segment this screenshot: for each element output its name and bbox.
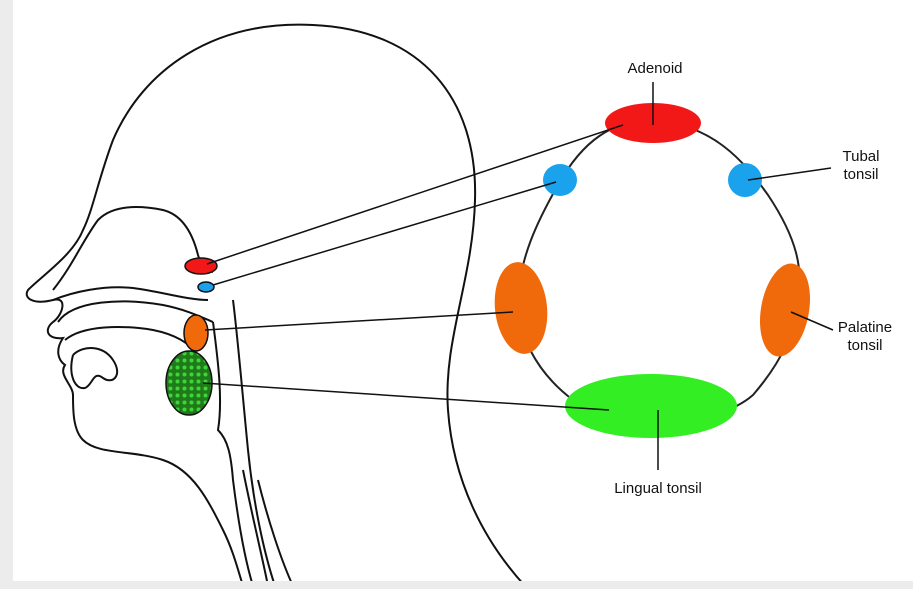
- tubal-tonsil-right: [728, 163, 762, 197]
- head-palatine-marker: [184, 315, 208, 351]
- label-tubal-line1: Tubal: [821, 148, 901, 166]
- head-profile: [27, 25, 525, 586]
- head-tubal-marker: [198, 282, 214, 292]
- nasal-cavity-upper: [53, 207, 213, 290]
- label-palatine-line2: tonsil: [825, 337, 905, 355]
- pharynx-back: [233, 300, 275, 586]
- label-lingual-tonsil: Lingual tonsil: [588, 480, 728, 498]
- tongue: [71, 348, 117, 388]
- head-outline: [27, 25, 525, 586]
- head-adenoid-marker: [185, 258, 217, 274]
- label-tubal-tonsil: Tubal tonsil: [821, 148, 901, 184]
- tonsil-diagram: [13, 0, 913, 589]
- label-palatine-line1: Palatine: [825, 319, 905, 337]
- label-adenoid: Adenoid: [613, 60, 697, 78]
- diagram-frame: Adenoid Tubal tonsil Palatine tonsil Lin…: [13, 0, 913, 589]
- tubal-tonsil-left: [543, 164, 577, 196]
- esophagus: [258, 480, 293, 586]
- palatine-tonsil-right: [753, 260, 817, 361]
- label-palatine-tonsil: Palatine tonsil: [825, 319, 905, 355]
- lingual-tonsil-shape: [565, 374, 737, 438]
- nasal-cavity-floor: [53, 287, 208, 300]
- pharynx-front: [213, 322, 253, 586]
- label-tubal-line2: tonsil: [821, 166, 901, 184]
- bottom-border: [13, 581, 913, 589]
- palatine-tonsil-left: [490, 260, 551, 357]
- leader-lingual-head: [203, 383, 609, 410]
- leader-palatine-head: [205, 312, 513, 330]
- trachea: [243, 470, 268, 586]
